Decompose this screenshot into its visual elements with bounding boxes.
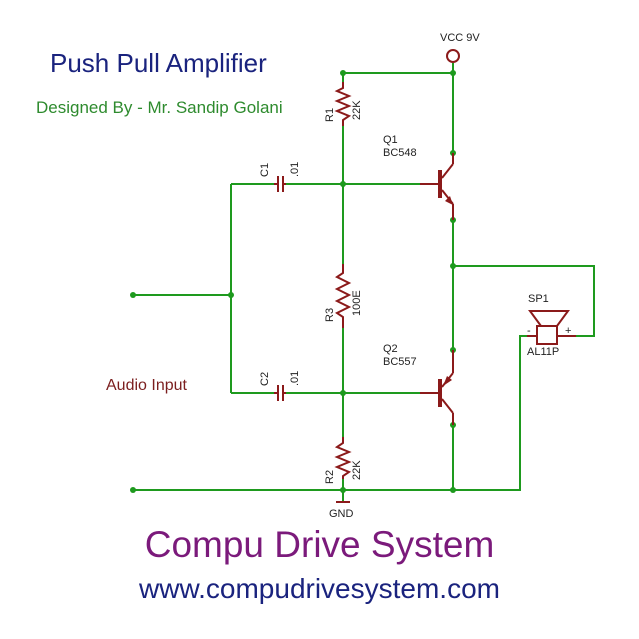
sp1-minus: - xyxy=(527,325,531,337)
transistor-q2: Q2 BC557 xyxy=(383,343,454,425)
r1-ref: R1 xyxy=(324,108,336,122)
r2-value: 22K xyxy=(351,460,363,480)
website-url: www.compudrivesystem.com xyxy=(139,573,500,604)
r1-value: 22K xyxy=(351,100,363,120)
q2-ref: Q2 xyxy=(383,343,398,355)
c2-ref: C2 xyxy=(259,372,271,386)
sp1-ref: SP1 xyxy=(528,293,549,305)
gnd-label: GND xyxy=(329,508,354,520)
q1-ref: Q1 xyxy=(383,134,398,146)
transistor-q1: Q1 BC548 xyxy=(383,134,454,220)
capacitor-c1: C1 .01 xyxy=(259,162,301,192)
designer-credit: Designed By - Mr. Sandip Golani xyxy=(36,98,283,117)
r2-ref: R2 xyxy=(324,470,336,484)
r3-value: 100E xyxy=(351,290,363,316)
brand-name: Compu Drive System xyxy=(144,524,495,565)
vcc-label: VCC 9V xyxy=(440,32,480,44)
q1-part: BC548 xyxy=(383,147,417,159)
audio-input-label: Audio Input xyxy=(106,377,187,394)
q2-part: BC557 xyxy=(383,356,417,368)
wires xyxy=(133,63,595,502)
resistor-r2: R2 22K xyxy=(324,437,363,484)
sp1-part: AL11P xyxy=(527,346,559,358)
page-title: Push Pull Amplifier xyxy=(50,48,267,78)
r3-ref: R3 xyxy=(324,308,336,322)
capacitor-c2: C2 .01 xyxy=(259,371,301,401)
resistor-r3: R3 100E xyxy=(324,264,363,328)
c1-ref: C1 xyxy=(259,163,271,177)
junction-nodes xyxy=(130,70,456,493)
ground-symbol: GND xyxy=(329,501,354,520)
c1-value: .01 xyxy=(289,162,301,177)
speaker-sp1: SP1 AL11P - + xyxy=(527,293,576,358)
resistor-r1: R1 22K xyxy=(324,82,363,126)
c2-value: .01 xyxy=(289,371,301,386)
vcc-terminal: VCC 9V xyxy=(440,32,480,63)
sp1-plus: + xyxy=(565,325,571,337)
